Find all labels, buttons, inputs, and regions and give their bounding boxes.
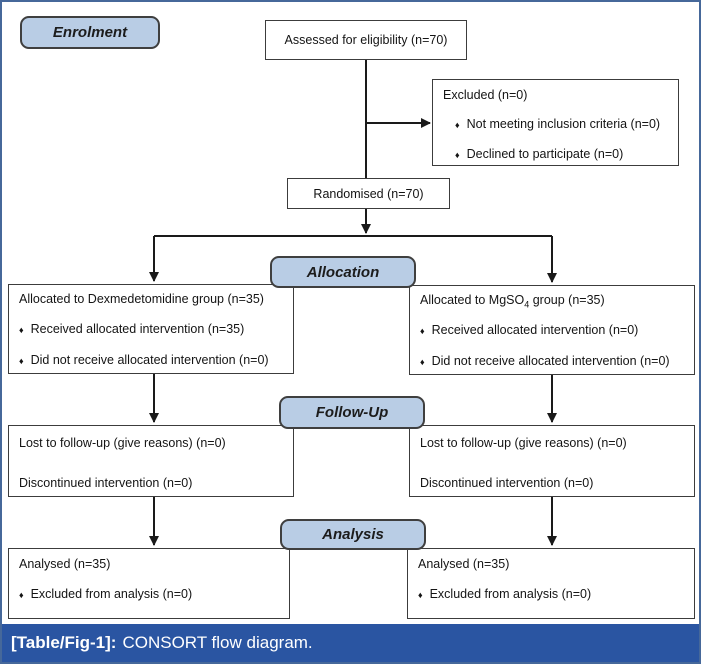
stage-label-analysis: Analysis <box>280 519 426 550</box>
mgso4-subscript: 4 <box>524 299 530 310</box>
assessed-box: Assessed for eligibility (n=70) <box>265 20 467 60</box>
allocation-right-item-text: Received allocated intervention (n=0) <box>431 323 639 337</box>
allocation-left-item: ♦ Received allocated intervention (n=35) <box>19 322 244 337</box>
diamond-bullet-icon: ♦ <box>455 120 460 130</box>
stage-label-text: Allocation <box>306 263 380 281</box>
allocation-left-title: Allocated to Dexmedetomidine group (n=35… <box>19 292 264 306</box>
stage-label-followup: Follow-Up <box>279 396 425 429</box>
diamond-bullet-icon: ♦ <box>19 590 24 600</box>
excluded-item: ♦ Declined to participate (n=0) <box>455 147 623 162</box>
diamond-bullet-icon: ♦ <box>420 326 425 336</box>
followup-right-line: Discontinued intervention (n=0) <box>420 476 594 490</box>
analysis-left-item: ♦ Excluded from analysis (n=0) <box>19 587 192 602</box>
allocation-right-item: ♦ Received allocated intervention (n=0) <box>420 323 638 338</box>
analysis-left-item-text: Excluded from analysis (n=0) <box>30 587 193 601</box>
allocation-left-item: ♦ Did not receive allocated intervention… <box>19 353 269 368</box>
followup-left-box: Lost to follow-up (give reasons) (n=0) D… <box>8 425 294 497</box>
allocation-right-title-pre: Allocated to MgSO <box>420 293 525 307</box>
followup-right-box: Lost to follow-up (give reasons) (n=0) D… <box>409 425 695 497</box>
stage-label-enrolment: Enrolment <box>20 16 160 49</box>
diamond-bullet-icon: ♦ <box>19 325 24 335</box>
followup-left-line: Discontinued intervention (n=0) <box>19 476 193 490</box>
excluded-item-text: Declined to participate (n=0) <box>466 147 624 161</box>
diamond-bullet-icon: ♦ <box>19 356 24 366</box>
allocation-left-box: Allocated to Dexmedetomidine group (n=35… <box>8 284 294 374</box>
stage-label-allocation: Allocation <box>270 256 416 288</box>
randomised-box: Randomised (n=70) <box>287 178 450 209</box>
stage-label-text: Enrolment <box>52 24 128 41</box>
stage-label-text: Follow-Up <box>315 404 389 421</box>
followup-left-line: Lost to follow-up (give reasons) (n=0) <box>19 436 226 450</box>
allocation-left-item-text: Did not receive allocated intervention (… <box>30 353 269 367</box>
allocation-right-item-text: Did not receive allocated intervention (… <box>431 354 670 368</box>
randomised-text: Randomised (n=70) <box>313 186 424 201</box>
allocation-right-box: Allocated to MgSO4 group (n=35) ♦ Receiv… <box>409 285 695 375</box>
assessed-text: Assessed for eligibility (n=70) <box>284 33 448 47</box>
analysis-left-box: Analysed (n=35) ♦ Excluded from analysis… <box>8 548 290 619</box>
caption-label: [Table/Fig-1]: <box>11 633 117 652</box>
excluded-box: Excluded (n=0) ♦ Not meeting inclusion c… <box>432 79 679 166</box>
stage-label-text: Analysis <box>322 526 384 543</box>
diamond-bullet-icon: ♦ <box>420 357 425 367</box>
figure-caption-bar: [Table/Fig-1]: CONSORT flow diagram. <box>2 624 699 662</box>
allocation-right-item: ♦ Did not receive allocated intervention… <box>420 354 670 369</box>
analysis-right-title: Analysed (n=35) <box>418 557 510 571</box>
allocation-right-title: Allocated to MgSO4 group (n=35) <box>420 293 605 310</box>
excluded-item-text: Not meeting inclusion criteria (n=0) <box>466 117 661 131</box>
analysis-right-item-text: Excluded from analysis (n=0) <box>429 587 592 601</box>
excluded-title: Excluded (n=0) <box>443 88 528 102</box>
analysis-right-item: ♦ Excluded from analysis (n=0) <box>418 587 591 602</box>
diamond-bullet-icon: ♦ <box>455 150 460 160</box>
allocation-left-item-text: Received allocated intervention (n=35) <box>30 322 245 336</box>
excluded-item: ♦ Not meeting inclusion criteria (n=0) <box>455 117 660 132</box>
allocation-right-title-post: group (n=35) <box>529 293 605 307</box>
caption-text: CONSORT flow diagram. <box>122 633 313 652</box>
analysis-right-box: Analysed (n=35) ♦ Excluded from analysis… <box>407 548 695 619</box>
followup-right-line: Lost to follow-up (give reasons) (n=0) <box>420 436 627 450</box>
diamond-bullet-icon: ♦ <box>418 590 423 600</box>
analysis-left-title: Analysed (n=35) <box>19 557 111 571</box>
